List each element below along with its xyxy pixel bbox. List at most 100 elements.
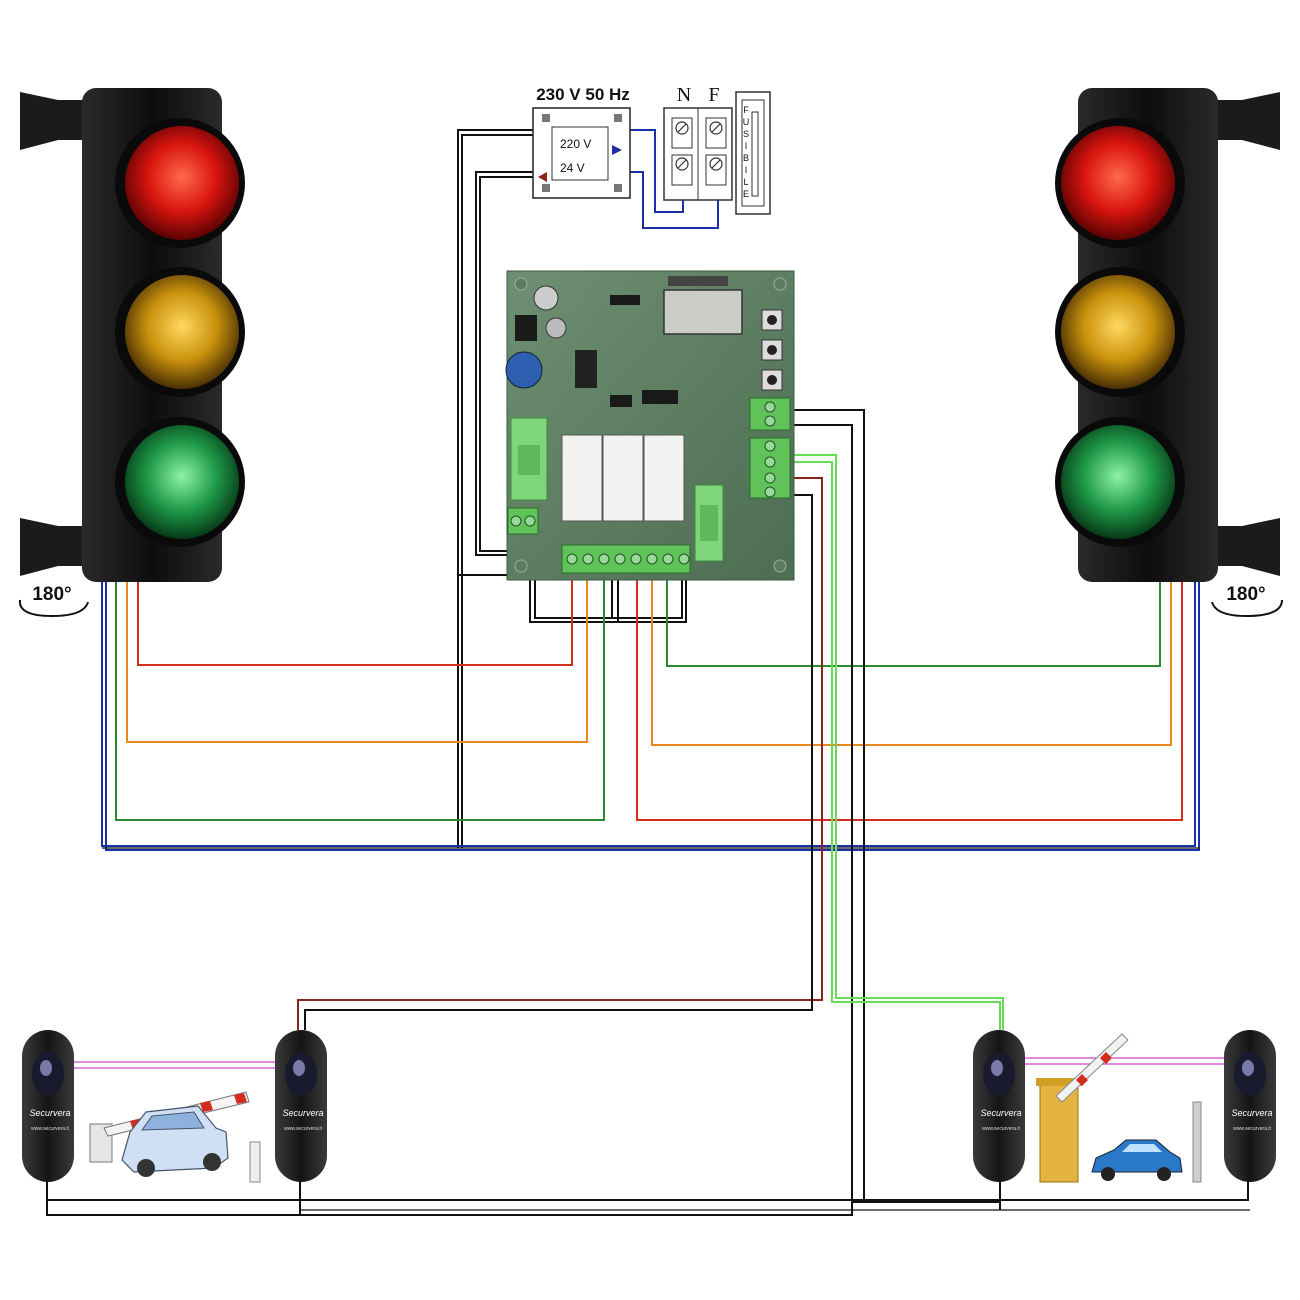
- transformer-screw-br: [614, 184, 622, 192]
- mount-bracket: [20, 518, 92, 576]
- barrier-arm-raised: [1055, 1033, 1129, 1103]
- mount-hole: [773, 277, 787, 291]
- photocell-2: Securvera www.securvera.it: [275, 1030, 327, 1182]
- barrier-scene-left: [89, 1091, 261, 1183]
- wire-black-feed-2: [461, 134, 533, 848]
- wire-black-pc-2: [46, 424, 853, 1216]
- wheel-icon: [203, 1153, 221, 1171]
- wire-orange-right: [651, 580, 1172, 746]
- regulator: [515, 315, 537, 341]
- fuse-element: [751, 111, 759, 197]
- wire-green-pc: [790, 454, 1004, 1030]
- red-lens: [125, 126, 239, 240]
- primary-voltage: 220 V: [560, 137, 591, 151]
- relay-1: [561, 434, 603, 522]
- wire-blue-bus-1: [101, 578, 1196, 847]
- terminal-f-label: F: [708, 84, 719, 106]
- lcd-display: [663, 289, 743, 335]
- screw-icon: [675, 121, 723, 171]
- terminal-screws: [510, 401, 776, 565]
- photocell-url: www.securvera.it: [284, 1126, 322, 1132]
- wheel-icon: [1101, 1167, 1115, 1181]
- photocell-brand: Securvera: [29, 1108, 70, 1118]
- wire-black-pc-1: [790, 409, 865, 1203]
- bollard: [1192, 1101, 1202, 1183]
- mount-bracket: [20, 92, 92, 150]
- lcd-header: [668, 276, 728, 286]
- wheel-icon: [137, 1159, 155, 1177]
- capacitor: [533, 285, 559, 311]
- photocell-1: Securvera www.securvera.it: [22, 1030, 74, 1182]
- green-lens: [1061, 425, 1175, 539]
- rotate-arrow-icon: [1211, 599, 1283, 618]
- photocell-url: www.securvera.it: [982, 1126, 1020, 1132]
- fuse-holder-slot: [700, 505, 718, 541]
- photocell-beams: [50, 1057, 1250, 1069]
- capacitor: [545, 317, 567, 339]
- wire-black-common-2: [534, 575, 683, 619]
- wire-blue-f: [628, 171, 719, 229]
- car-icon: [1091, 1139, 1183, 1173]
- wire-orange-left: [126, 580, 588, 743]
- yellow-lens: [125, 275, 239, 389]
- photocell-4: Securvera www.securvera.it: [1224, 1030, 1276, 1182]
- fuse-letter: S: [743, 129, 749, 139]
- fuse-letter: I: [745, 141, 748, 151]
- blue-arrow-icon: [612, 145, 622, 155]
- barrier-cabinet-top: [1036, 1078, 1082, 1086]
- lens-glint: [1242, 1060, 1254, 1076]
- photocell-3: Securvera www.securvera.it: [973, 1030, 1025, 1182]
- wheel-icon: [1157, 1167, 1171, 1181]
- fuse-letter: I: [745, 165, 748, 175]
- secondary-voltage: 24 V: [560, 161, 585, 175]
- yellow-lens: [1061, 275, 1175, 389]
- traffic-light-right: 180°: [1055, 88, 1283, 618]
- wire-darkred-pc: [297, 477, 823, 1030]
- receiver-post: [249, 1141, 261, 1183]
- button-cap: [767, 345, 777, 355]
- green-lens: [125, 425, 239, 539]
- fuse-label: F U S I B I L E: [743, 105, 750, 199]
- traffic-light-left: 180°: [18, 88, 245, 618]
- mount-hole: [773, 559, 787, 573]
- ic-chip: [610, 395, 632, 407]
- transformer-inner: [551, 126, 609, 181]
- rotation-label-right: 180°: [1226, 584, 1265, 605]
- capacitor-blue: [505, 351, 543, 389]
- red-arrow-icon: [538, 172, 547, 182]
- photocell-url: www.securvera.it: [31, 1126, 69, 1132]
- fuse-letter: F: [743, 105, 749, 115]
- red-lens: [1061, 126, 1175, 240]
- photocell-brand: Securvera: [282, 1108, 323, 1118]
- wire-green-pc-2: [790, 461, 1001, 1030]
- supply-label: 230 V 50 Hz: [536, 85, 630, 104]
- mount-hole: [514, 277, 528, 291]
- lens-glint: [293, 1060, 305, 1076]
- wires: [46, 129, 1250, 1216]
- wire-red-left: [137, 580, 573, 666]
- wire-red-right: [636, 580, 1183, 821]
- terminal-n-label: N: [677, 84, 691, 106]
- terminal-block: N F: [663, 84, 733, 201]
- wire-green-left: [115, 580, 605, 821]
- transformer-screw-tr: [614, 114, 622, 122]
- barrier-scene-right: [1036, 1033, 1202, 1183]
- mount-bracket: [1208, 518, 1280, 576]
- fuse-letter: U: [743, 117, 750, 127]
- car-windshield: [1122, 1144, 1162, 1152]
- wire-black-common: [529, 575, 687, 623]
- wire-blue-n: [628, 129, 684, 213]
- fuse-holder-slot: [518, 445, 540, 475]
- relay-3: [643, 434, 685, 522]
- car-windshield: [141, 1111, 205, 1131]
- mount-hole: [514, 559, 528, 573]
- rotate-arrow-icon: [18, 599, 89, 618]
- photocell-url: www.securvera.it: [1233, 1126, 1271, 1132]
- fuse-letter: L: [743, 177, 748, 187]
- lens-glint: [991, 1060, 1003, 1076]
- fuse-letter: B: [743, 153, 749, 163]
- wire-black-common-3: [611, 580, 619, 622]
- wire-black-pc-3: [304, 494, 813, 1030]
- wire-black-feed-1: [457, 129, 533, 848]
